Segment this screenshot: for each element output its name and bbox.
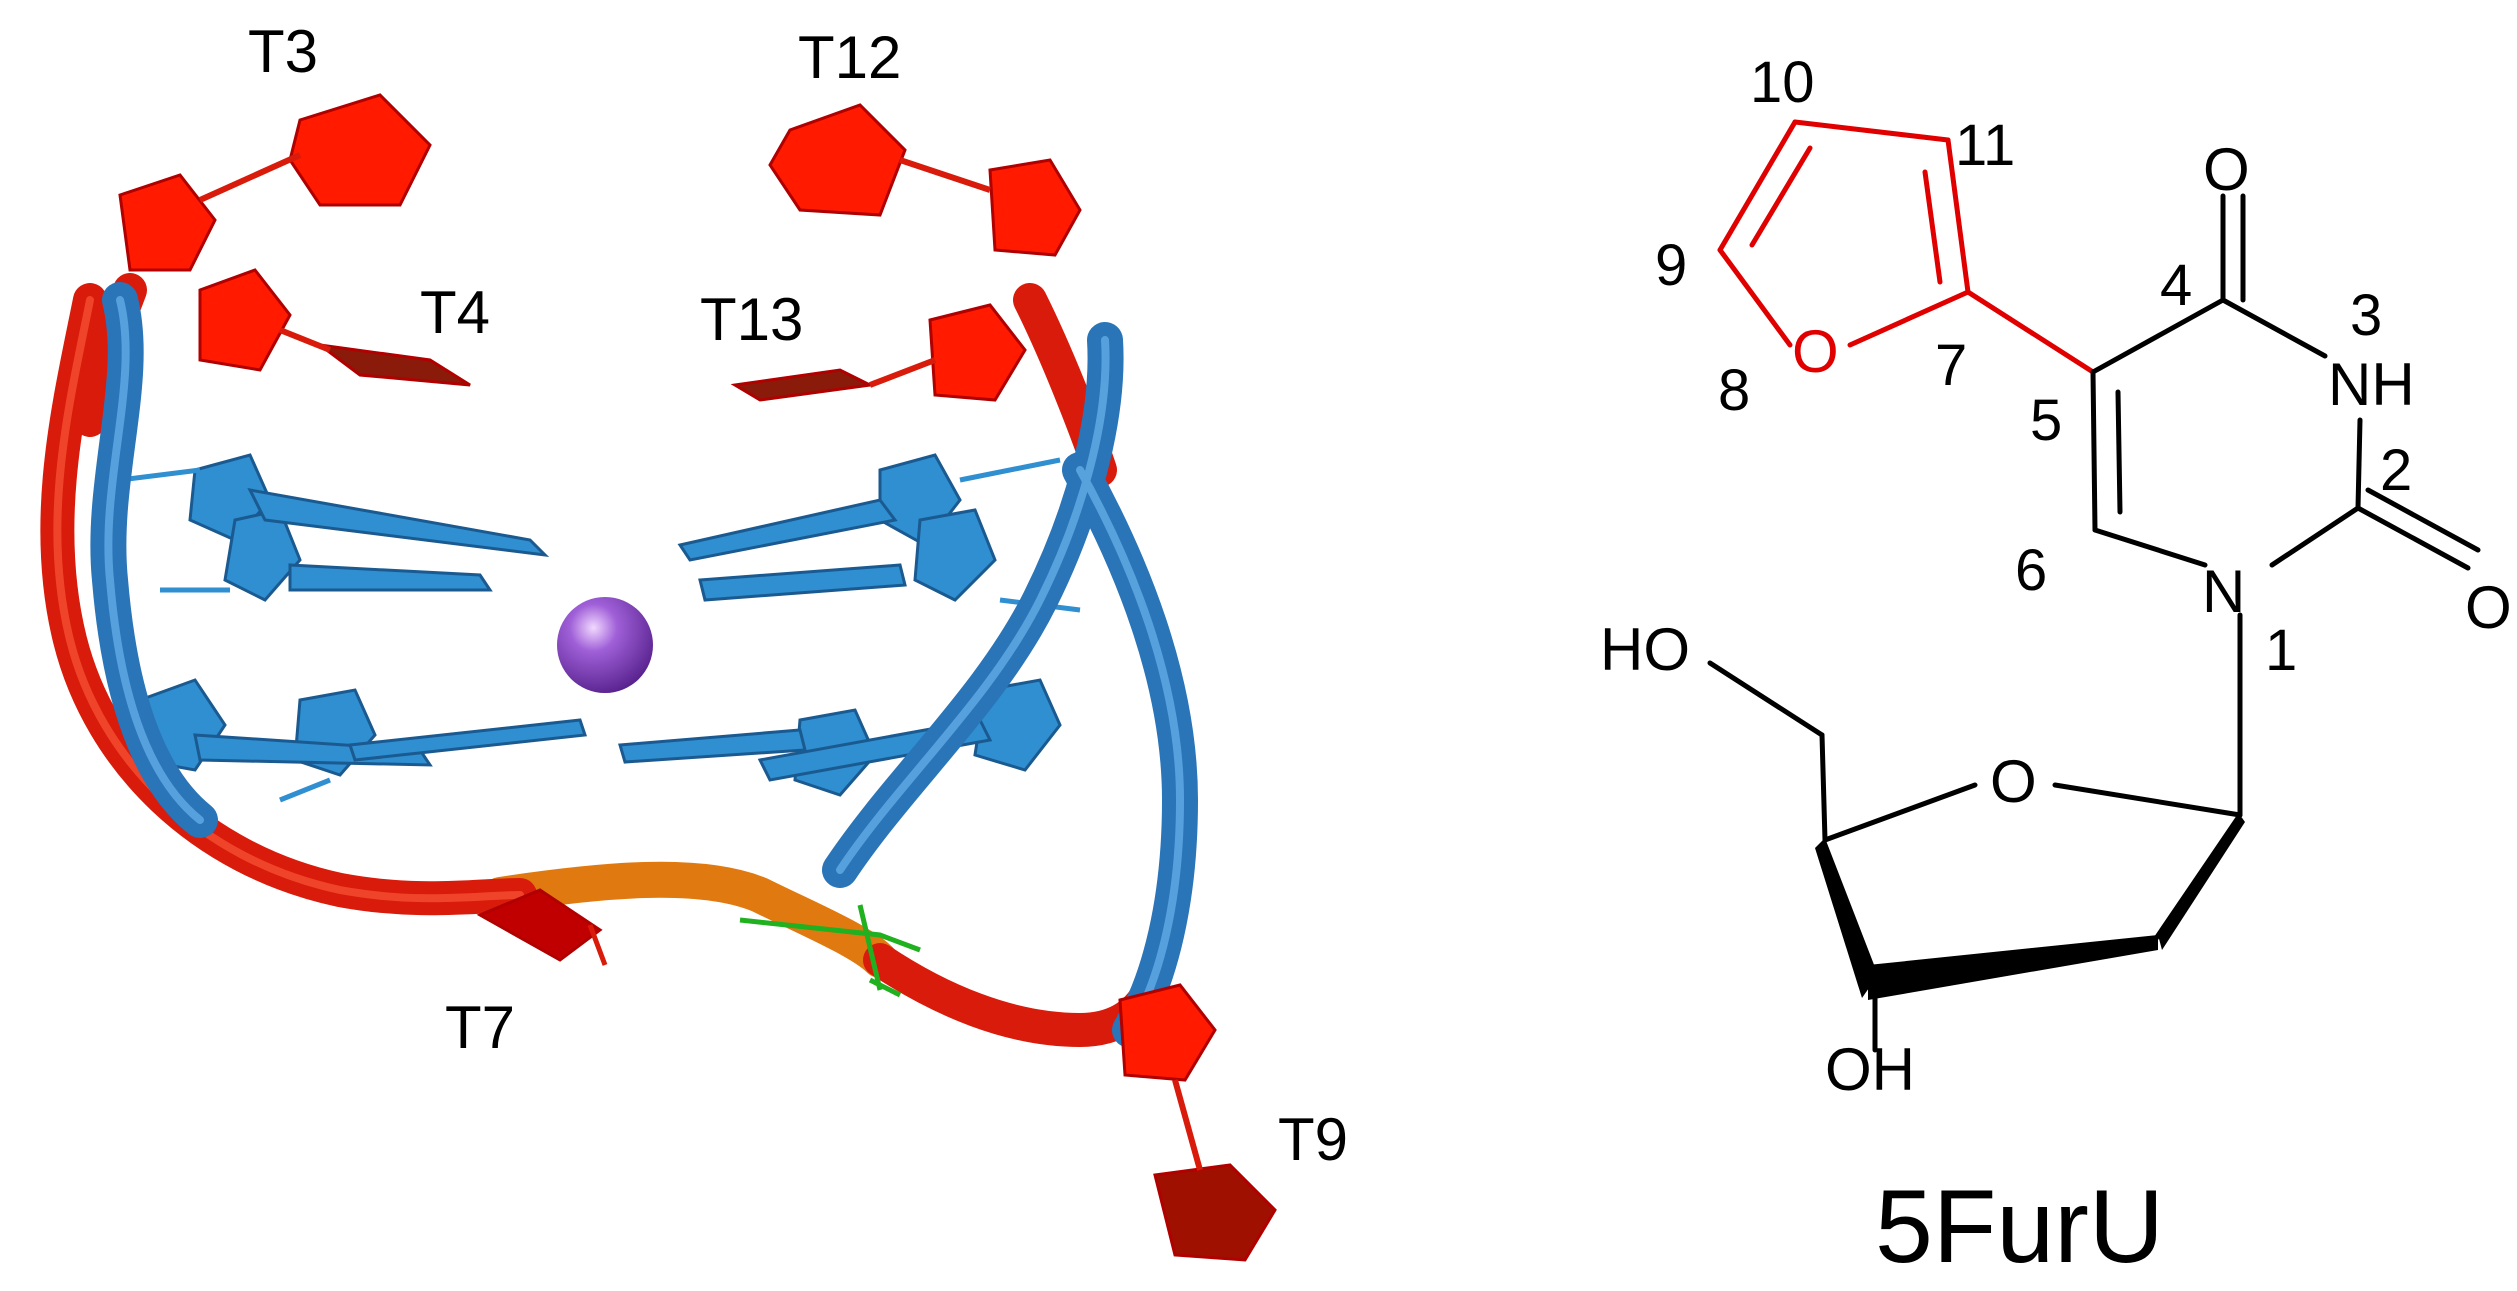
position-2: 2 — [2380, 438, 2412, 503]
position-5: 5 — [2030, 388, 2062, 453]
label-t7: T7 — [445, 994, 515, 1061]
chemical-structure: O O NH O N HO O OH 1 2 3 4 5 6 7 8 9 10 … — [1600, 50, 2512, 1285]
label-t9: T9 — [1278, 1106, 1348, 1173]
label-t3: T3 — [248, 18, 318, 85]
position-3: 3 — [2350, 283, 2382, 348]
atom-sugar-o: O — [1990, 748, 2037, 815]
label-t12: T12 — [798, 24, 901, 91]
position-7: 7 — [1935, 333, 1967, 398]
label-t13: T13 — [700, 286, 803, 353]
position-10: 10 — [1750, 50, 1815, 115]
atom-n1: N — [2202, 558, 2245, 625]
modified-residue — [739, 904, 921, 998]
atom-o-carbonyl-top: O — [2203, 136, 2250, 203]
atom-furan-o: O — [1792, 318, 1839, 385]
g-tetrad-bases — [119, 453, 1081, 803]
position-1: 1 — [2265, 618, 2297, 683]
sugar-wedge-bond — [1815, 838, 1878, 998]
furan-ring — [1717, 119, 2096, 375]
sugar-bold-bond — [1868, 935, 2158, 1000]
atom-o-carbonyl-right: O — [2465, 574, 2512, 641]
thymine-residues — [118, 93, 1277, 1262]
label-t4: T4 — [420, 279, 490, 346]
position-8: 8 — [1718, 358, 1750, 423]
atom-nh: NH — [2328, 351, 2415, 418]
atom-oh: OH — [1825, 1036, 1915, 1103]
molecule-name: 5FurU — [1875, 1169, 2164, 1285]
deoxyribose-ring — [1707, 660, 2243, 1053]
position-4: 4 — [2160, 253, 2192, 318]
position-9: 9 — [1655, 233, 1687, 298]
potassium-ion — [557, 597, 653, 693]
quadruplex-structure: T3 T4 T7 T9 T12 T13 — [40, 18, 1348, 1262]
position-11: 11 — [1955, 113, 2015, 178]
atom-ho: HO — [1600, 616, 1690, 683]
loop-orange-segment — [482, 861, 898, 978]
position-6: 6 — [2015, 538, 2047, 603]
sugar-wedge-bond-2 — [2158, 815, 2245, 950]
pyrimidine-ring — [2090, 193, 2481, 818]
